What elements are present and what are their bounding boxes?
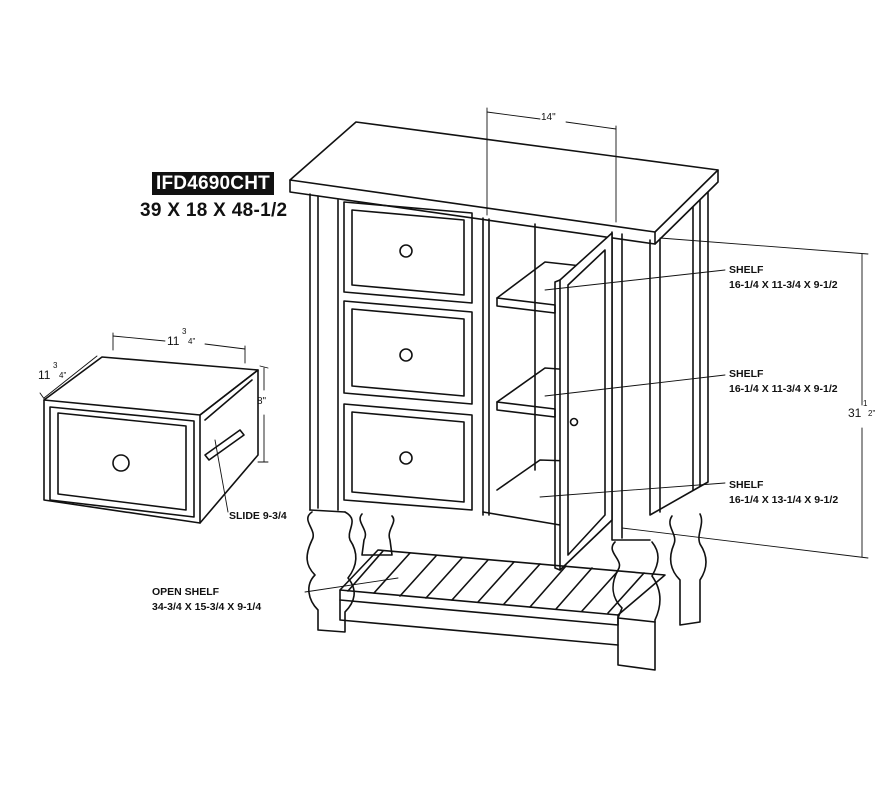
drawer-knob-icon xyxy=(400,245,412,464)
model-code: IFD4690CHT xyxy=(152,172,274,195)
cabinet-legs xyxy=(307,512,706,670)
dimension-lines xyxy=(40,108,868,558)
drawer-2 xyxy=(344,301,472,404)
drawer-width-whole: 11 xyxy=(167,334,180,348)
cabinet-height-num: 1 xyxy=(863,399,868,408)
callout-slide: SLIDE 9-3/4 xyxy=(229,510,287,522)
drawer-depth-whole: 11 xyxy=(38,368,51,382)
cabinet-top xyxy=(290,122,718,244)
callout-shelf-top: SHELF 16-1/4 X 11-3/4 X 9-1/2 xyxy=(729,263,838,293)
open-bottom-shelf xyxy=(340,550,665,645)
drawer-depth-label: 11 3 4" xyxy=(38,361,66,382)
callout-shelf-top-dims: 16-1/4 X 11-3/4 X 9-1/2 xyxy=(729,279,838,291)
drawer-depth-den: 4" xyxy=(59,371,67,380)
cabinet-right-side xyxy=(650,192,708,515)
callout-open-shelf-label: OPEN SHELF xyxy=(152,586,220,598)
callout-shelf-bottom-label: SHELF xyxy=(729,479,764,491)
drawer-width-num: 3 xyxy=(182,327,187,336)
cabinet-door xyxy=(555,233,612,570)
callout-open-shelf-dims: 34-3/4 X 15-3/4 X 9-1/4 xyxy=(152,601,262,613)
drawer-height-label: 8" xyxy=(257,396,267,407)
drawer-width-label: 11 3 4" xyxy=(167,327,195,348)
callout-shelf-middle: SHELF 16-1/4 X 11-3/4 X 9-1/2 xyxy=(729,367,838,397)
callout-shelf-top-label: SHELF xyxy=(729,264,764,276)
callout-shelf-middle-dims: 16-1/4 X 11-3/4 X 9-1/2 xyxy=(729,383,838,395)
callout-leaders xyxy=(215,270,725,592)
callout-shelf-middle-label: SHELF xyxy=(729,368,764,380)
drawer-width-den: 4" xyxy=(188,337,196,346)
callout-shelf-bottom: SHELF 16-1/4 X 13-1/4 X 9-1/2 xyxy=(729,478,838,508)
drawer-3 xyxy=(344,404,472,510)
overall-dimensions: 39 X 18 X 48-1/2 xyxy=(140,200,288,221)
drawer-1 xyxy=(344,202,472,303)
depth-dimension-label: 14" xyxy=(541,112,556,123)
detached-drawer xyxy=(44,357,258,523)
callout-open-shelf: OPEN SHELF 34-3/4 X 15-3/4 X 9-1/4 xyxy=(152,585,261,615)
cabinet-height-den: 2" xyxy=(868,409,876,418)
cabinet-height-whole: 31 xyxy=(848,406,862,420)
drawer-depth-num: 3 xyxy=(53,361,58,370)
callout-shelf-bottom-dims: 16-1/4 X 13-1/4 X 9-1/2 xyxy=(729,494,839,506)
cabinet-height-label: 31 1 2" xyxy=(848,399,875,420)
